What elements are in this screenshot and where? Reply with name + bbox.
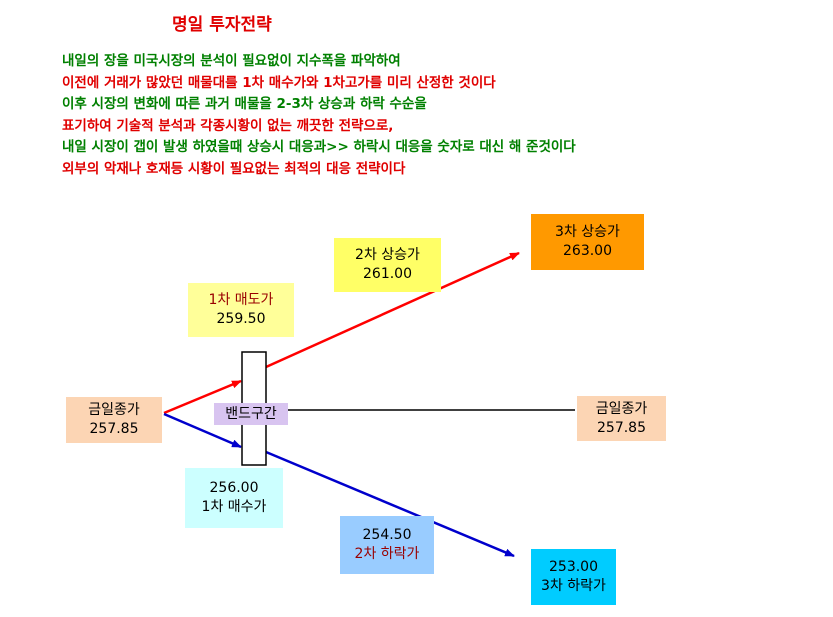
- rise-arrow-to-band: [163, 379, 242, 415]
- first-sell-box: 1차 매도가 259.50: [188, 283, 294, 337]
- second-rise-value: 261.00: [363, 266, 412, 282]
- third-fall-box: 253.00 3차 하락가: [531, 549, 616, 605]
- fall-arrow-to-third-fall: [265, 450, 515, 558]
- today-close-right-label: 금일종가: [595, 400, 648, 417]
- description-line-2: 이전에 거래가 많았던 매물대를 1차 매수가와 1차고가를 미리 산정한 것이…: [62, 74, 496, 91]
- description-line-1: 내일의 장을 미국시장의 분석이 필요없이 지수폭을 파악하여: [62, 53, 401, 69]
- today-close-left-box: 금일종가 257.85: [66, 397, 162, 443]
- today-close-right-box: 금일종가 257.85: [577, 396, 666, 441]
- rise-arrow-to-third-rise: [265, 251, 520, 369]
- second-rise-box: 2차 상승가 261.00: [334, 238, 441, 292]
- first-buy-box: 256.00 1차 매수가: [185, 468, 283, 528]
- first-buy-value: 256.00: [209, 480, 259, 496]
- fall-arrow-to-band: [163, 412, 242, 449]
- third-rise-label: 3차 상승가: [555, 224, 620, 240]
- third-fall-label: 3차 하락가: [541, 578, 606, 594]
- third-rise-value: 263.00: [563, 243, 612, 259]
- first-sell-label: 1차 매도가: [208, 292, 274, 308]
- description-line-6: 외부의 악재나 호재등 시황이 필요없는 최적의 대응 전략이다: [62, 160, 406, 177]
- second-fall-value: 254.50: [362, 527, 412, 543]
- today-close-right-value: 257.85: [597, 419, 646, 436]
- first-sell-value: 259.50: [216, 311, 266, 327]
- today-close-left-value: 257.85: [89, 421, 139, 437]
- third-rise-box: 3차 상승가 263.00: [531, 214, 644, 270]
- second-rise-label: 2차 상승가: [355, 247, 420, 263]
- third-fall-value: 253.00: [549, 559, 598, 575]
- strategy-description: 내일의 장을 미국시장의 분석이 필요없이 지수폭을 파악하여 이전에 거래가 …: [62, 51, 576, 180]
- today-close-left-label: 금일종가: [88, 402, 140, 418]
- description-line-3: 이후 시장의 변화에 따른 과거 매물을 2-3차 상승과 하락 수순을: [62, 96, 427, 112]
- band-label: 밴드구간: [214, 403, 288, 425]
- description-line-5: 내일 시장이 갭이 발생 하였을때 상승시 대응과>> 하락시 대응을 숫자로 …: [62, 139, 576, 155]
- first-buy-label: 1차 매수가: [201, 499, 267, 515]
- description-line-4: 표기하여 기술적 분석과 각종시황이 없는 깨끗한 전략으로,: [62, 117, 394, 134]
- page-title: 명일 투자전략: [172, 15, 272, 35]
- second-fall-label: 2차 하락가: [354, 546, 420, 562]
- second-fall-box: 254.50 2차 하락가: [340, 516, 434, 574]
